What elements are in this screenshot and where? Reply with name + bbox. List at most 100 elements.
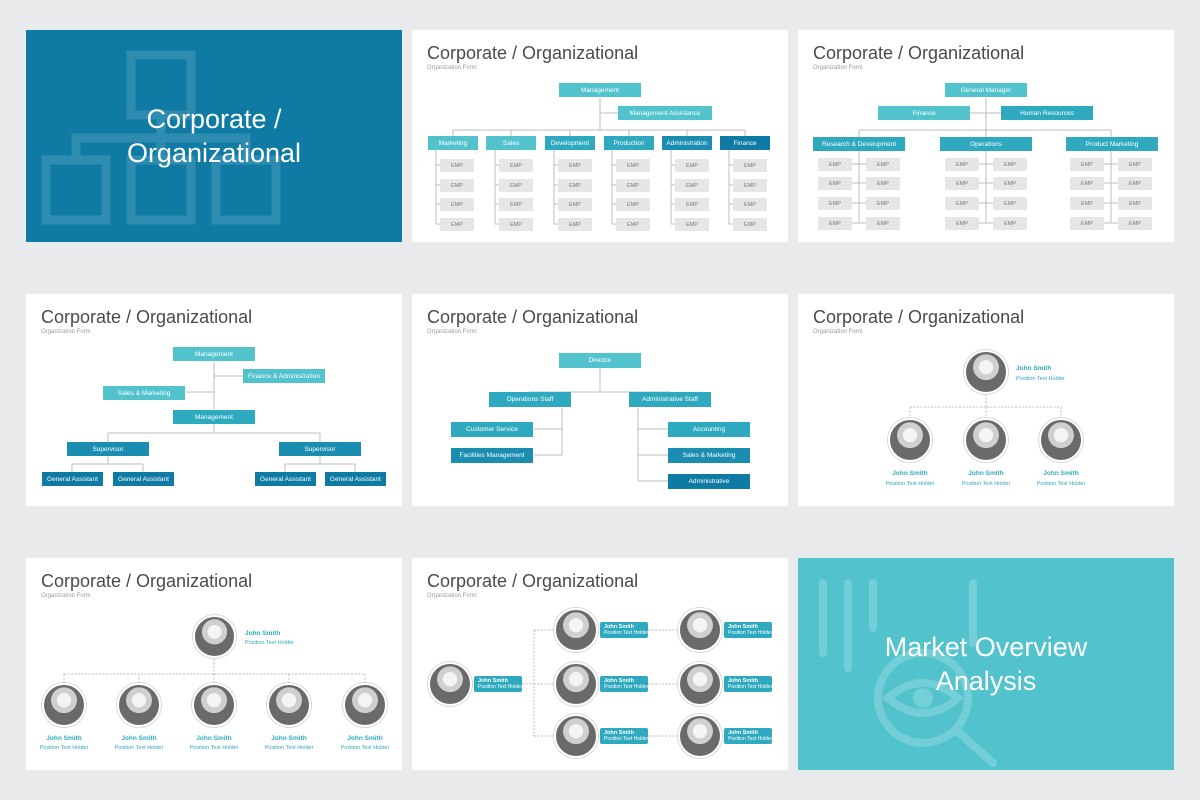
emp-box[interactable]: EMP [733,179,767,192]
person-photo[interactable] [428,662,472,706]
emp-box[interactable]: EMP [733,218,767,231]
emp-box[interactable]: EMP [866,197,900,210]
person-photo[interactable] [192,683,236,727]
emp-box[interactable]: EMP [1118,177,1152,190]
emp-box[interactable]: EMP [866,158,900,171]
emp-box[interactable]: EMP [558,179,592,192]
node-general-assistant[interactable]: General Assistant [113,472,174,486]
node-dept-production[interactable]: Production [604,136,654,150]
emp-box[interactable]: EMP [1070,177,1104,190]
node-research-development[interactable]: Research & Development [813,137,905,151]
emp-box[interactable]: EMP [440,198,474,211]
emp-box[interactable]: EMP [440,159,474,172]
node-administrative[interactable]: Administrative [668,474,750,489]
person-photo[interactable] [964,418,1008,462]
emp-box[interactable]: EMP [945,217,979,230]
person-photo[interactable] [678,608,722,652]
emp-box[interactable]: EMP [1118,217,1152,230]
emp-box[interactable]: EMP [558,218,592,231]
node-dept-development[interactable]: Development [545,136,595,150]
emp-box[interactable]: EMP [733,159,767,172]
person-photo[interactable] [267,683,311,727]
emp-box[interactable]: EMP [558,198,592,211]
person-photo[interactable] [554,662,598,706]
node-general-assistant[interactable]: General Assistant [255,472,316,486]
person-photo[interactable] [1039,418,1083,462]
node-dept-administration[interactable]: Administration [662,136,712,150]
node-product-marketing[interactable]: Product Marketing [1066,137,1158,151]
emp-box[interactable]: EMP [993,158,1027,171]
person-photo[interactable] [888,418,932,462]
emp-box[interactable]: EMP [993,177,1027,190]
emp-box[interactable]: EMP [945,177,979,190]
emp-box[interactable]: EMP [1070,217,1104,230]
node-management[interactable]: Management [173,347,255,361]
node-general-manager[interactable]: General Manager [945,83,1027,97]
emp-box[interactable]: EMP [675,159,709,172]
person-photo[interactable] [678,662,722,706]
emp-box[interactable]: EMP [499,198,533,211]
node-administrative-staff[interactable]: Administrative Staff [629,392,711,407]
node-operations[interactable]: Operations [940,137,1032,151]
slide-org-supervisors[interactable]: Corporate / Organizational Organization … [26,294,402,506]
node-facilities-management[interactable]: Facilities Management [451,448,533,463]
node-management[interactable]: Management [559,83,641,97]
slide-org-departments[interactable]: Corporate / Organizational Organization … [412,30,788,242]
node-sales-marketing[interactable]: Sales & Marketing [103,386,185,400]
emp-box[interactable]: EMP [499,218,533,231]
person-photo[interactable] [964,350,1008,394]
node-dept-finance[interactable]: Finance [720,136,770,150]
slide-org-photos-five[interactable]: Corporate / Organizational Organization … [26,558,402,770]
emp-box[interactable]: EMP [616,179,650,192]
emp-box[interactable]: EMP [818,197,852,210]
person-photo[interactable] [343,683,387,727]
emp-box[interactable]: EMP [499,159,533,172]
emp-box[interactable]: EMP [616,198,650,211]
emp-box[interactable]: EMP [1070,197,1104,210]
node-management-mid[interactable]: Management [173,410,255,424]
emp-box[interactable]: EMP [866,217,900,230]
node-dept-sales[interactable]: Sales [486,136,536,150]
node-sales-marketing[interactable]: Sales & Marketing [668,448,750,463]
emp-box[interactable]: EMP [818,177,852,190]
slide-org-photos-tree[interactable]: Corporate / Organizational Organization … [412,558,788,770]
emp-box[interactable]: EMP [945,197,979,210]
node-accounting[interactable]: Accounting [668,422,750,437]
person-photo[interactable] [117,683,161,727]
node-general-assistant[interactable]: General Assistant [42,472,103,486]
emp-box[interactable]: EMP [675,218,709,231]
node-human-resources[interactable]: Human Resources [1001,106,1093,120]
emp-box[interactable]: EMP [866,177,900,190]
emp-box[interactable]: EMP [616,159,650,172]
slide-cover-corporate[interactable]: Corporate / Organizational [26,30,402,242]
person-photo[interactable] [193,615,236,658]
emp-box[interactable]: EMP [993,197,1027,210]
emp-box[interactable]: EMP [818,158,852,171]
slide-cover-market-overview[interactable]: Market Overview Analysis [798,558,1174,770]
emp-box[interactable]: EMP [440,218,474,231]
node-management-assistance[interactable]: Management Assistance [618,106,712,120]
node-supervisor-left[interactable]: Supervisor [67,442,149,456]
node-finance-administration[interactable]: Finance & Administration [243,369,325,383]
emp-box[interactable]: EMP [733,198,767,211]
slide-org-photos-three[interactable]: Corporate / Organizational Organization … [798,294,1174,506]
emp-box[interactable]: EMP [1070,158,1104,171]
emp-box[interactable]: EMP [499,179,533,192]
emp-box[interactable]: EMP [675,198,709,211]
node-operations-staff[interactable]: Operations Staff [489,392,571,407]
emp-box[interactable]: EMP [440,179,474,192]
person-photo[interactable] [554,608,598,652]
person-photo[interactable] [554,714,598,758]
emp-box[interactable]: EMP [1118,158,1152,171]
slide-org-general-manager[interactable]: Corporate / Organizational Organization … [798,30,1174,242]
emp-box[interactable]: EMP [945,158,979,171]
slide-org-director[interactable]: Corporate / Organizational Organization … [412,294,788,506]
node-dept-marketing[interactable]: Marketing [428,136,478,150]
emp-box[interactable]: EMP [558,159,592,172]
node-supervisor-right[interactable]: Supervisor [279,442,361,456]
emp-box[interactable]: EMP [1118,197,1152,210]
emp-box[interactable]: EMP [675,179,709,192]
emp-box[interactable]: EMP [616,218,650,231]
person-photo[interactable] [42,683,86,727]
node-finance[interactable]: Finance [878,106,970,120]
